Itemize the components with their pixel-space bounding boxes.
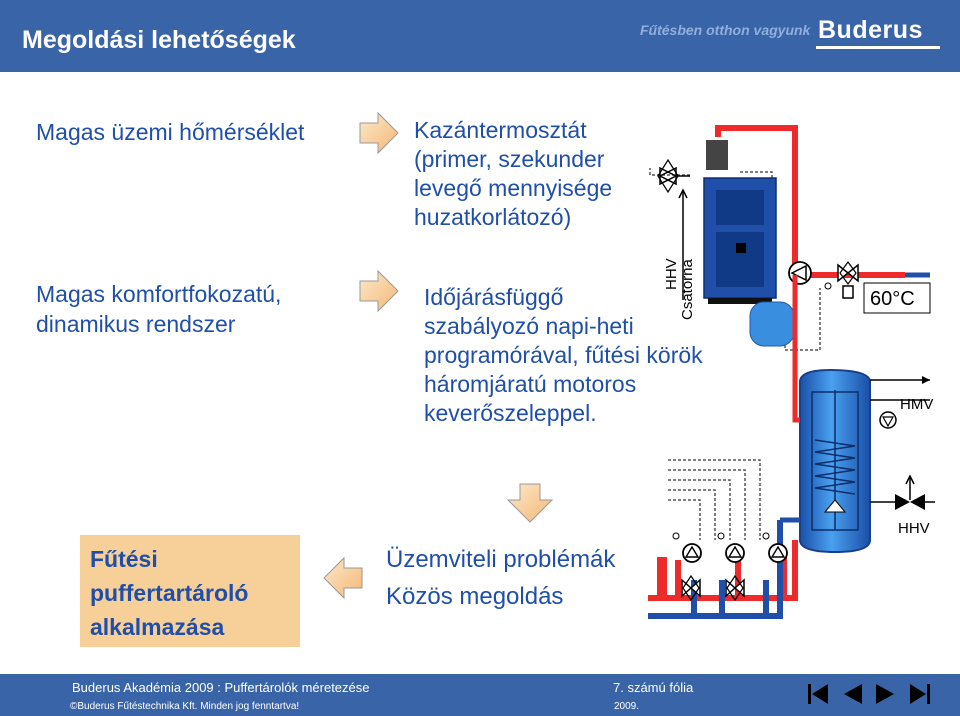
footer-year: 2009. <box>614 701 640 712</box>
kazan-text: Kazántermosztát (primer, szekunder leveg… <box>414 116 612 232</box>
control-line <box>740 171 773 272</box>
idojaras-line: programórával, fűtési körök <box>424 342 703 368</box>
box-line: Fűtési <box>90 546 158 572</box>
slogan: Fűtésben otthon vagyunk <box>640 22 811 38</box>
control-line <box>668 479 731 540</box>
footer-course: Buderus Akadémia 2009 : Puffertárolók mé… <box>72 680 370 695</box>
control-line <box>649 168 690 176</box>
temp-box <box>863 282 931 314</box>
logo-underline <box>816 46 940 49</box>
footer-copyright: ©Buderus Fűtéstechnika Kft. Minden jog f… <box>70 701 300 712</box>
kazan-line: huzatkorlátozó) <box>414 204 572 230</box>
last-icon[interactable] <box>908 680 932 708</box>
label-high-temp: Magas üzemi hőmérséklet <box>36 119 305 145</box>
box-line: alkalmazása <box>90 614 225 640</box>
first-icon[interactable] <box>806 680 830 708</box>
chimney-icon <box>706 140 728 170</box>
solution-box <box>80 535 300 647</box>
hhv-vertical-label: HHV <box>663 258 680 290</box>
hot-pipe <box>715 125 798 275</box>
arrow-left-icon <box>323 556 363 600</box>
idojaras-line: Időjárásfüggő <box>424 284 564 310</box>
check-valve-icon <box>895 494 925 510</box>
idojaras-line: háromjáratú motoros <box>424 371 637 397</box>
kazan-line: (primer, szekunder <box>414 146 605 172</box>
mixing-valve-icon <box>837 263 859 283</box>
next-icon[interactable] <box>874 680 898 708</box>
idojaras-line: keverőszeleppel. <box>424 400 597 426</box>
solution-box-text: Fűtési puffertartároló alkalmazása <box>90 542 248 644</box>
prev-icon[interactable] <box>840 680 864 708</box>
hhv-bottom-label: HHV <box>898 520 930 537</box>
expansion-vessel-icon <box>749 301 795 347</box>
hot-pipe <box>792 275 800 423</box>
hmv-label: HMV <box>900 396 933 413</box>
label-comfort-line1: Magas komfortfokozatú, <box>36 281 282 307</box>
buderus-logo: Buderus <box>818 16 923 44</box>
control-line <box>668 459 761 540</box>
label-comfort-line2: dinamikus rendszer <box>36 311 236 337</box>
kazan-line: Kazántermosztát <box>414 117 587 143</box>
box-line: puffertartároló <box>90 580 249 606</box>
page-title: Megoldási lehetőségek <box>22 26 296 54</box>
safety-valve-icon <box>658 166 678 186</box>
control-line <box>668 469 746 540</box>
kazan-line: levegő mennyisége <box>414 175 613 201</box>
idojaras-text: Időjárásfüggő szabályozó napi-heti progr… <box>424 283 703 428</box>
csatorna-label: Csatorna <box>679 258 696 320</box>
problem-text: Üzemviteli problémák <box>386 546 616 573</box>
header-bar: Megoldási lehetőségek Fűtésben otthon va… <box>0 0 960 72</box>
arrow-down-icon <box>506 483 554 523</box>
solution-text: Közös megoldás <box>386 583 564 610</box>
mixing-valve-icon <box>681 578 701 598</box>
control-line <box>668 489 716 540</box>
actuator-icon <box>842 285 854 299</box>
temp-label: 60°C <box>870 288 915 310</box>
pump-icon <box>879 411 897 429</box>
idojaras-line: szabályozó napi-heti <box>424 313 634 339</box>
footer-bar: Buderus Akadémia 2009 : Puffertárolók mé… <box>0 674 960 716</box>
footer-slide-number: 7. számú fólia <box>613 680 694 695</box>
control-line <box>668 499 701 540</box>
mixing-valve-icon <box>725 578 745 598</box>
arrow-right-icon <box>359 111 399 155</box>
arrow-right-icon <box>359 269 399 313</box>
